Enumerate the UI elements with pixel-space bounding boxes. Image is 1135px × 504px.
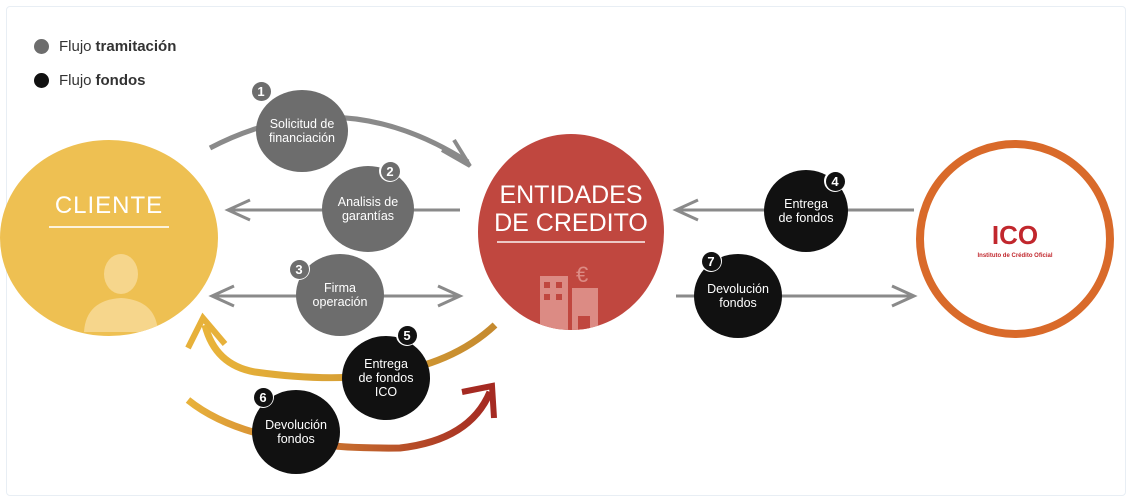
ico-subtitle: Instituto de Crédito Oficial xyxy=(977,252,1053,259)
arrowhead-step-3-right xyxy=(437,284,464,308)
cliente-label: CLIENTE xyxy=(54,192,164,219)
step-7-badge: 7 xyxy=(700,250,722,272)
step-3-badge: 3 xyxy=(288,258,310,280)
svg-text:€: € xyxy=(576,262,588,287)
entidades-line2: DE CREDITO xyxy=(494,209,648,237)
legend-bold: fondos xyxy=(95,72,146,89)
step-5-line2: de fondos xyxy=(358,371,414,385)
step-2-circle: Analisis de garantías xyxy=(322,166,414,252)
ico-logo: ICO xyxy=(992,220,1038,251)
step-5-circle: Entrega de fondos ICO xyxy=(342,336,430,420)
step-2-line1: Analisis de xyxy=(337,195,399,209)
step-4-number: 4 xyxy=(825,171,845,191)
legend-prefix: Flujo xyxy=(59,38,92,55)
person-icon xyxy=(84,254,158,332)
step-6-line2: fondos xyxy=(277,432,315,446)
arrowhead-step-4 xyxy=(672,198,699,222)
step-5-line3: ICO xyxy=(374,385,398,399)
step-3-circle: Firma operación xyxy=(296,254,384,336)
black-dot-icon xyxy=(34,73,49,88)
step-5-number: 5 xyxy=(397,325,417,345)
step-4-badge: 4 xyxy=(824,170,846,192)
step-1-number: 1 xyxy=(251,81,271,101)
step-6-number: 6 xyxy=(253,387,273,407)
cliente-underline xyxy=(49,226,169,228)
step-3-number: 3 xyxy=(289,259,309,279)
arrowhead-step-5 xyxy=(185,312,228,350)
legend-item-fondos: Flujo fondos xyxy=(34,72,146,89)
grey-dot-icon xyxy=(34,39,49,54)
legend-prefix: Flujo xyxy=(59,72,92,89)
step-4-line2: de fondos xyxy=(778,211,834,225)
step-3-line2: operación xyxy=(312,295,368,309)
node-ico: ICO Instituto de Crédito Oficial xyxy=(916,140,1114,338)
arrowhead-step-6 xyxy=(461,382,497,419)
arrow-step-5 xyxy=(201,322,498,382)
legend-item-tramitacion: Flujo tramitación xyxy=(34,38,176,55)
arrowhead-step-3-left xyxy=(208,284,235,308)
arrow-step-6 xyxy=(185,390,494,452)
step-1-line1: Solicitud de xyxy=(269,117,335,131)
bank-building-icon: € xyxy=(540,262,598,330)
arrowhead-step-2 xyxy=(224,198,251,222)
node-cliente: CLIENTE xyxy=(0,140,218,336)
legend-bold: tramitación xyxy=(95,38,177,55)
step-7-line2: fondos xyxy=(719,296,757,310)
step-2-number: 2 xyxy=(380,161,400,181)
entidades-line1: ENTIDADES xyxy=(499,181,643,209)
ico-logo-text: ICO xyxy=(991,219,1039,250)
step-5-line1: Entrega xyxy=(364,357,408,371)
step-1-badge: 1 xyxy=(250,80,272,102)
step-6-badge: 6 xyxy=(252,386,274,408)
entidades-underline xyxy=(497,241,645,243)
step-3-line1: Firma xyxy=(324,281,356,295)
step-5-badge: 5 xyxy=(396,324,418,346)
step-1-circle: Solicitud de financiación xyxy=(256,90,348,172)
arrowhead-step-7 xyxy=(891,284,918,308)
node-entidades-credito: ENTIDADES DE CREDITO € xyxy=(478,134,664,330)
step-6-line1: Devolución xyxy=(265,418,327,432)
arrowhead-step-1 xyxy=(441,138,472,168)
step-4-line1: Entrega xyxy=(784,197,828,211)
step-7-number: 7 xyxy=(701,251,721,271)
step-1-line2: financiación xyxy=(268,131,335,145)
step-2-line2: garantías xyxy=(341,209,395,223)
step-2-badge: 2 xyxy=(379,160,401,182)
step-7-line1: Devolución xyxy=(707,282,769,296)
